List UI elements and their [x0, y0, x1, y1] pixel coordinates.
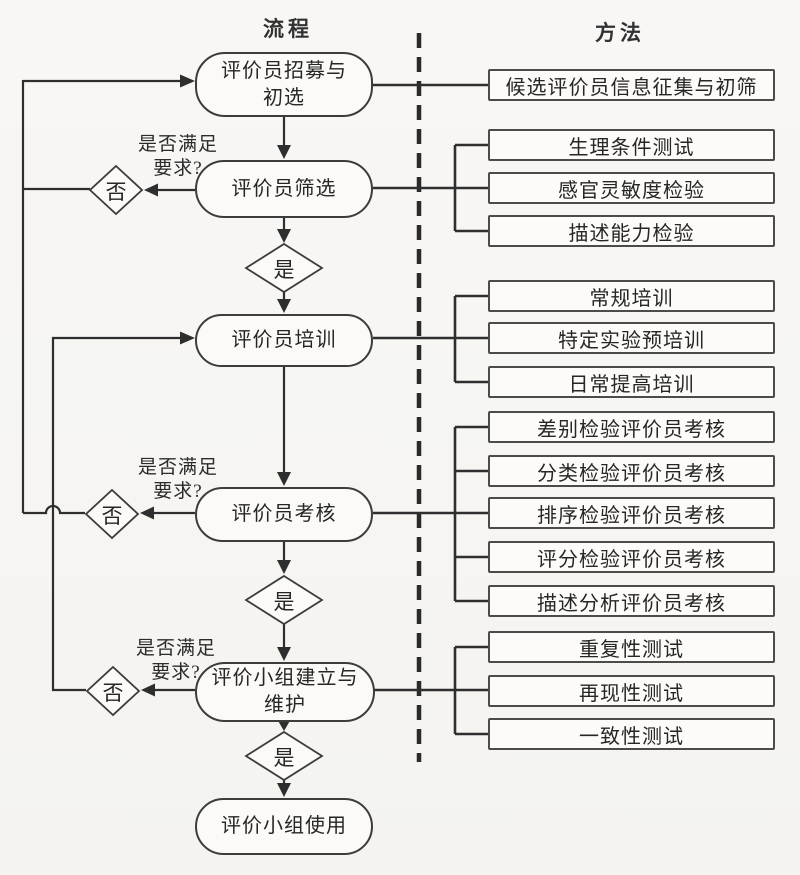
- method-box-physiology-test: 生理条件测试: [488, 129, 775, 161]
- question-label-panel: 是否满足 要求?: [120, 637, 232, 685]
- feedback-lines: [21, 79, 181, 692]
- method-box-discrimination-assessment: 差别检验评价员考核: [488, 411, 775, 443]
- method-box-descriptive-assessment: 描述分析评价员考核: [488, 585, 775, 617]
- question-line1: 是否满足: [137, 134, 218, 155]
- decision-no-label-2: 否: [101, 504, 123, 528]
- flow-node-panel-line2: 维护: [264, 694, 306, 716]
- column-title-process: 流程: [263, 17, 313, 41]
- flow-node-assessment: 评价员考核: [195, 487, 373, 542]
- question-line1: 是否满足: [135, 638, 216, 659]
- method-box-consistency-test: 一致性测试: [488, 718, 775, 750]
- flow-node-training: 评价员培训: [195, 314, 373, 367]
- column-title-methods: 方法: [595, 21, 645, 45]
- question-line2: 要求?: [151, 662, 201, 683]
- decision-yes-after-panel: [244, 730, 324, 782]
- question-label-assessment: 是否满足 要求?: [122, 456, 234, 504]
- decision-diamonds: [84, 164, 324, 782]
- flow-node-screening: 评价员筛选: [195, 160, 373, 218]
- decision-yes-after-screening: [244, 242, 324, 294]
- decision-yes-after-assessment: [244, 574, 324, 626]
- flow-node-recruitment-line1: 评价员招募与: [221, 59, 347, 82]
- decision-yes-label-1: 是: [273, 258, 295, 282]
- flow-node-recruitment: 评价员招募与 初选: [195, 52, 373, 117]
- question-line1: 是否满足: [137, 457, 218, 478]
- flow-node-recruitment-line2: 初选: [263, 86, 305, 109]
- method-box-candidate-collection: 候选评价员信息征集与初筛: [488, 69, 775, 101]
- method-box-reproducibility-test: 再现性测试: [488, 675, 775, 707]
- decision-no-label-3: 否: [102, 681, 124, 705]
- flow-node-panel-line1: 评价小组建立与: [211, 667, 359, 689]
- method-box-repeatability-test: 重复性测试: [488, 631, 775, 663]
- question-line2: 要求?: [153, 158, 203, 179]
- flow-arrowheads: [140, 145, 291, 797]
- flow-node-panel-establishment: 评价小组建立与 维护: [195, 662, 375, 722]
- feedback-arrowheads: [180, 74, 195, 345]
- method-box-scoring-assessment: 评分检验评价员考核: [488, 541, 775, 573]
- question-label-screening: 是否满足 要求?: [122, 133, 234, 181]
- flow-arrows: [154, 117, 286, 784]
- method-connectors: [373, 83, 488, 736]
- decision-no-assessment: [84, 488, 140, 540]
- method-box-ranking-assessment: 排序检验评价员考核: [488, 497, 775, 529]
- decision-no-panel: [85, 665, 141, 717]
- method-box-specific-pretraining: 特定实验预培训: [488, 322, 775, 354]
- method-box-regular-training: 常规培训: [488, 280, 775, 312]
- decision-no-screening: [88, 164, 144, 216]
- decision-yes-label-2: 是: [273, 590, 295, 614]
- decision-yes-label-3: 是: [273, 746, 295, 770]
- question-line2: 要求?: [153, 481, 203, 502]
- method-box-description-ability-test: 描述能力检验: [488, 215, 775, 247]
- method-box-sensory-acuity-test: 感官灵敏度检验: [488, 172, 775, 204]
- decision-no-label-1: 否: [105, 180, 127, 204]
- method-box-classification-assessment: 分类检验评价员考核: [488, 455, 775, 487]
- method-box-daily-improvement-training: 日常提高培训: [488, 366, 775, 398]
- flow-node-panel-use: 评价小组使用: [195, 798, 373, 855]
